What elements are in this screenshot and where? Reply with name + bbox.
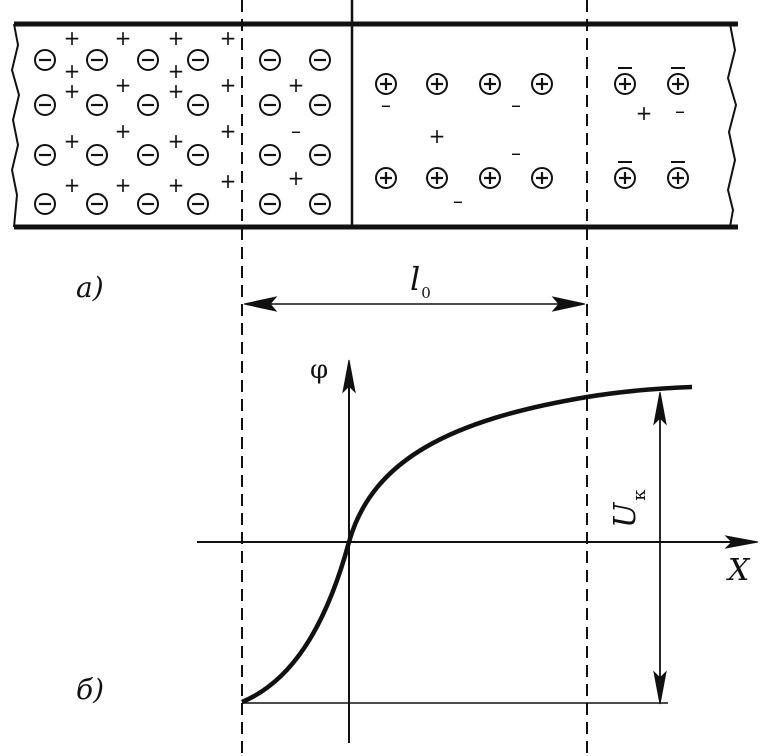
hole-charge: + (115, 26, 132, 50)
hole-charge: + (220, 26, 237, 50)
hole-charge: + (288, 73, 305, 97)
potential-axes (197, 359, 759, 743)
hole-charge: + (168, 79, 185, 103)
negative-ion (309, 49, 331, 71)
phi-axis-arrow (342, 359, 356, 394)
hole-charge: + (115, 73, 132, 97)
positive-ion (375, 167, 397, 189)
electron-charge: – (453, 189, 463, 213)
negative-ion (137, 193, 159, 215)
negative-ion (137, 49, 159, 71)
negative-ion (137, 94, 159, 116)
hole-charge: + (115, 119, 132, 143)
positive-ion (426, 73, 448, 95)
x-axis-label: X (726, 553, 751, 588)
x-axis-arrow (724, 535, 759, 549)
width-arrow-right (551, 296, 586, 312)
electron-charge: – (675, 99, 685, 123)
hole-charge: + (168, 26, 185, 50)
depletion-width-dimension (243, 296, 586, 312)
hole-charge: + (115, 173, 132, 197)
electron-charge: – (511, 141, 521, 165)
width-arrow-left (243, 296, 278, 312)
hole-charge: + (288, 166, 305, 190)
positive-ion (426, 167, 448, 189)
negative-ion (259, 193, 281, 215)
positive-ion (531, 73, 553, 95)
positive-ion (667, 161, 689, 189)
hole-charge: + (168, 129, 185, 153)
part-a-label: а) (76, 271, 104, 304)
hole-charge: + (64, 26, 81, 50)
hole-charge: + (64, 79, 81, 103)
negative-ion (259, 49, 281, 71)
positive-ion (479, 73, 501, 95)
contact-voltage-dimension (653, 391, 667, 705)
negative-ion (309, 144, 331, 166)
negative-ion (34, 49, 56, 71)
negative-ion (309, 94, 331, 116)
uk-arrow-top (653, 391, 667, 426)
negative-ion (86, 49, 108, 71)
negative-ion (187, 193, 209, 215)
width-label: l0 (410, 260, 431, 302)
positive-ion (667, 67, 689, 95)
part-b-label: б) (76, 673, 104, 706)
electron-charge: – (381, 93, 391, 117)
positive-ion (375, 73, 397, 95)
ion-lattice: ++++++++++++++++++++––––––++ (34, 26, 689, 215)
hole-charge: + (168, 59, 185, 83)
electron-charge: – (511, 93, 521, 117)
positive-ion (614, 161, 636, 189)
hole-charge: + (64, 129, 81, 153)
phi-axis-label: φ (310, 355, 328, 385)
negative-ion (259, 144, 281, 166)
depletion-boundaries (241, 0, 588, 756)
negative-ion (86, 144, 108, 166)
negative-ion (187, 49, 209, 71)
hole-charge: + (220, 73, 237, 97)
hole-charge: + (220, 119, 237, 143)
negative-ion (137, 144, 159, 166)
positive-ion (614, 67, 636, 95)
hole-charge: + (64, 173, 81, 197)
negative-ion (187, 144, 209, 166)
hole-charge: + (429, 124, 446, 148)
negative-ion (187, 94, 209, 116)
negative-ion (86, 94, 108, 116)
crystal-body (10, 0, 738, 230)
hole-charge: + (220, 169, 237, 193)
negative-ion (34, 193, 56, 215)
positive-ion (479, 167, 501, 189)
negative-ion (259, 94, 281, 116)
crystal-right-break (726, 23, 738, 228)
contact-voltage-label: Uк (608, 489, 650, 528)
potential-curve (241, 384, 693, 705)
positive-ion (531, 167, 553, 189)
uk-arrow-bottom (653, 670, 667, 705)
electron-charge: – (291, 119, 301, 143)
negative-ion (34, 94, 56, 116)
crystal-left-break (10, 23, 21, 228)
negative-ion (86, 193, 108, 215)
hole-charge: + (64, 59, 81, 83)
negative-ion (34, 144, 56, 166)
hole-charge: + (636, 101, 653, 125)
hole-charge: + (168, 173, 185, 197)
negative-ion (309, 193, 331, 215)
